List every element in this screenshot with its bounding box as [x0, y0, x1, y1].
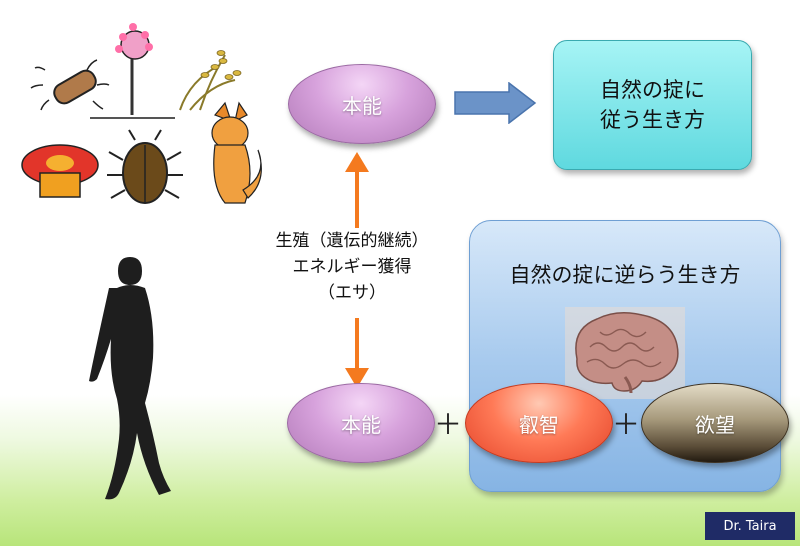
sea-anemone-icon: [22, 145, 98, 197]
plus-sign-1: ＋: [434, 403, 462, 443]
caption-line2: エネルギー獲得: [262, 254, 442, 280]
rice-plant-icon: [180, 51, 241, 111]
brain-image: [565, 307, 685, 399]
follow-nature-line1: 自然の掟に: [600, 75, 705, 105]
defy-nature-title: 自然の掟に逆らう生き方: [470, 259, 780, 289]
caption-line3: （エサ）: [262, 280, 442, 306]
instinct-oval-bottom-label: 本能: [341, 409, 381, 438]
desire-oval: 欲望: [641, 383, 789, 463]
author-credit: Dr. Taira: [705, 512, 795, 540]
caption-line1: 生殖（遺伝的継続）: [262, 228, 442, 254]
follow-nature-box: 自然の掟に 従う生き方: [553, 40, 752, 170]
fox-icon: [212, 103, 261, 203]
walking-human-silhouette: [75, 252, 195, 502]
follow-nature-line2: 従う生き方: [600, 105, 705, 135]
instinct-description: 生殖（遺伝的継続） エネルギー獲得 （エサ）: [262, 228, 442, 306]
right-arrow-icon: [453, 82, 537, 124]
wisdom-oval-label: 叡智: [519, 409, 559, 438]
bacterium-icon: [31, 60, 109, 110]
wisdom-oval: 叡智: [465, 383, 613, 463]
instinct-oval-top-label: 本能: [342, 90, 382, 119]
instinct-oval-top: 本能: [288, 64, 436, 144]
organisms-illustration: [15, 15, 265, 215]
instinct-oval-bottom: 本能: [287, 383, 435, 463]
mold-icon: [90, 23, 175, 118]
desire-oval-label: 欲望: [695, 409, 735, 438]
plus-sign-2: ＋: [612, 403, 640, 443]
beetle-icon: [107, 130, 183, 203]
